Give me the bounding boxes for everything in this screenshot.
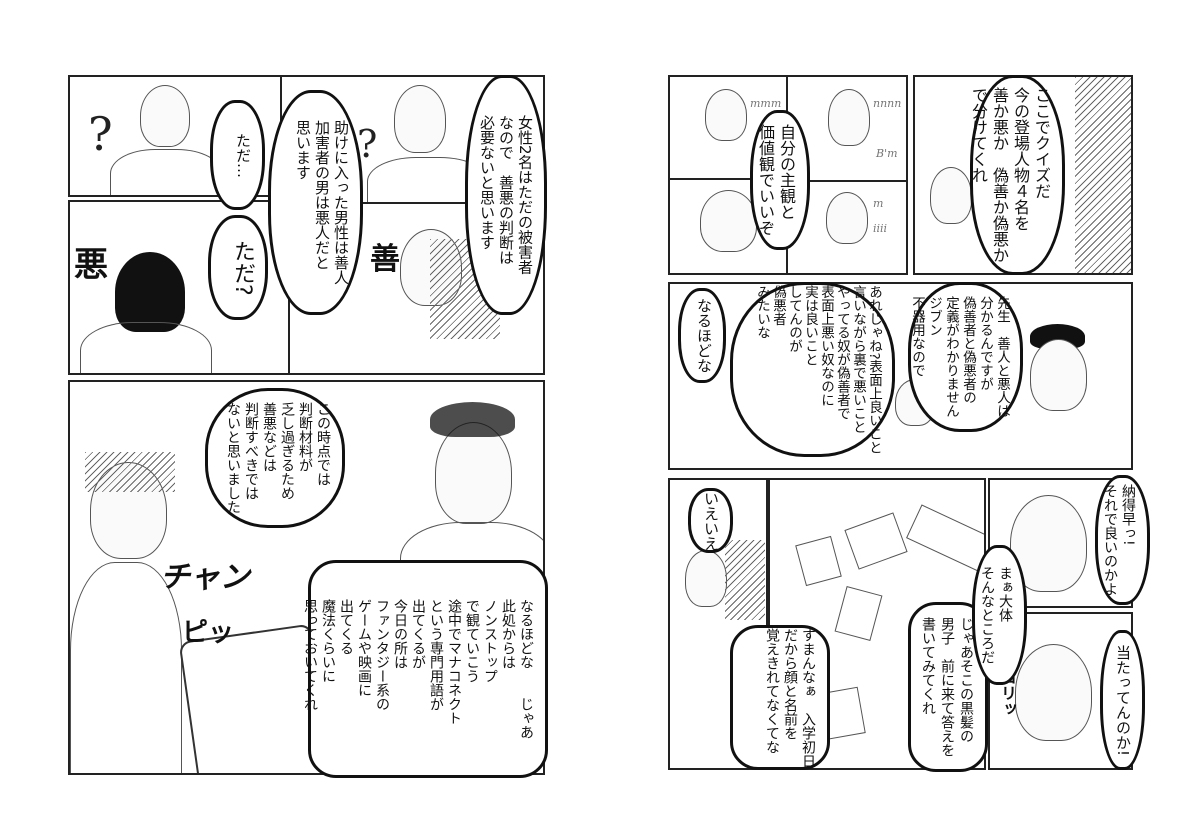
speech-bubble-sorry: すまんなぁ 入学初日 だから顔と名前を 覚えきれてなくてな [730, 625, 830, 770]
sfx-chan: チャン [160, 560, 250, 595]
scribble-text: m [873, 197, 884, 210]
sfx-evil: 悪 [74, 245, 108, 285]
speech-bubble-nonstop: なるほどな じゃあ 此処からは ノンストップ で観ていこう 途中でマナコネクト … [302, 560, 548, 778]
woman-face [828, 89, 870, 146]
student-face [1015, 644, 1092, 741]
girl-body [110, 149, 222, 195]
speech-bubble-assessment: 助けに入った男性は善人 加害者の男は悪人だと 思います [268, 90, 363, 315]
speech-bubble-correct: 当たってんのか! [1100, 630, 1145, 770]
right-manga-page: mmm nnnn B'm m iiii 自分の主観と 価値観でいいぞ ここでクイ… [660, 70, 1150, 775]
boy-body [80, 322, 212, 373]
speech-bubble-quiz: ここでクイズだ 今の登場人物４名を 善か悪か 偽善か偽悪か で分けてくれ [969, 75, 1065, 275]
crewcut-student-face [1030, 339, 1087, 411]
boy-back-of-head [115, 252, 185, 332]
sfx-pi: ピッ [182, 618, 235, 648]
pig-face [700, 190, 757, 252]
left-manga-page: ? mmm ? 悪 善 女性2名はただの被害者 なので 善悪の判断は 必要ないと… [60, 70, 552, 778]
teacher-hair [430, 402, 515, 437]
scribble-text: mmm [750, 97, 782, 110]
speech-bubble-question: 先生 善人と悪人は 分かるんですが 偽善者と偽悪者の 定義がわかりません ジブン… [908, 282, 1023, 432]
student-hair-shading [85, 452, 175, 492]
speech-bubble-tada-question: ただ? [208, 215, 268, 320]
student-face [685, 550, 727, 607]
speech-bubble-naruhodo: なるほどな [678, 288, 726, 383]
question-mark: ? [357, 122, 378, 166]
speech-bubble-judgement: この時点では 判断材料が 乏し過ぎるため 善悪などは 判断すべきでは ないと思い… [205, 388, 345, 528]
speech-bubble-iie: いえいえ [688, 488, 733, 553]
question-mark: ? [88, 107, 113, 161]
desk [906, 504, 984, 573]
scribble-text: B'm [876, 147, 898, 160]
woman-face [394, 85, 446, 153]
girl-face [140, 85, 190, 147]
teacher-face [435, 422, 512, 524]
speech-bubble-tada: ただ… [210, 100, 265, 210]
teacher-shading [1075, 77, 1131, 273]
student-face [930, 167, 972, 224]
speech-bubble-woman: 女性2名はただの被害者 なので 善悪の判断は 必要ないと思います [465, 75, 547, 315]
chair [834, 586, 883, 641]
scribble-text: nnnn [873, 97, 902, 110]
panel-woman-small: nnnn B'm [786, 75, 908, 183]
thug-face [826, 192, 868, 244]
sfx-good: 善 [370, 242, 400, 277]
speech-bubble-roughly: まぁ大体 そんなところだ [972, 545, 1027, 685]
speech-bubble-explanation: あれじゃね?表面上良いこと 言いながら裏で悪いこと やってる奴が偽善者で 表面上… [730, 282, 895, 457]
speech-bubble-own-values: 自分の主観と 価値観でいいぞ [750, 110, 810, 250]
scribble-text: iiii [873, 222, 888, 235]
desk [844, 512, 908, 570]
girl-face [705, 89, 747, 141]
shading [725, 540, 765, 620]
chair [795, 535, 842, 587]
speech-bubble-quick-agree: 納得早っ! それで良いのかよ [1095, 475, 1150, 605]
